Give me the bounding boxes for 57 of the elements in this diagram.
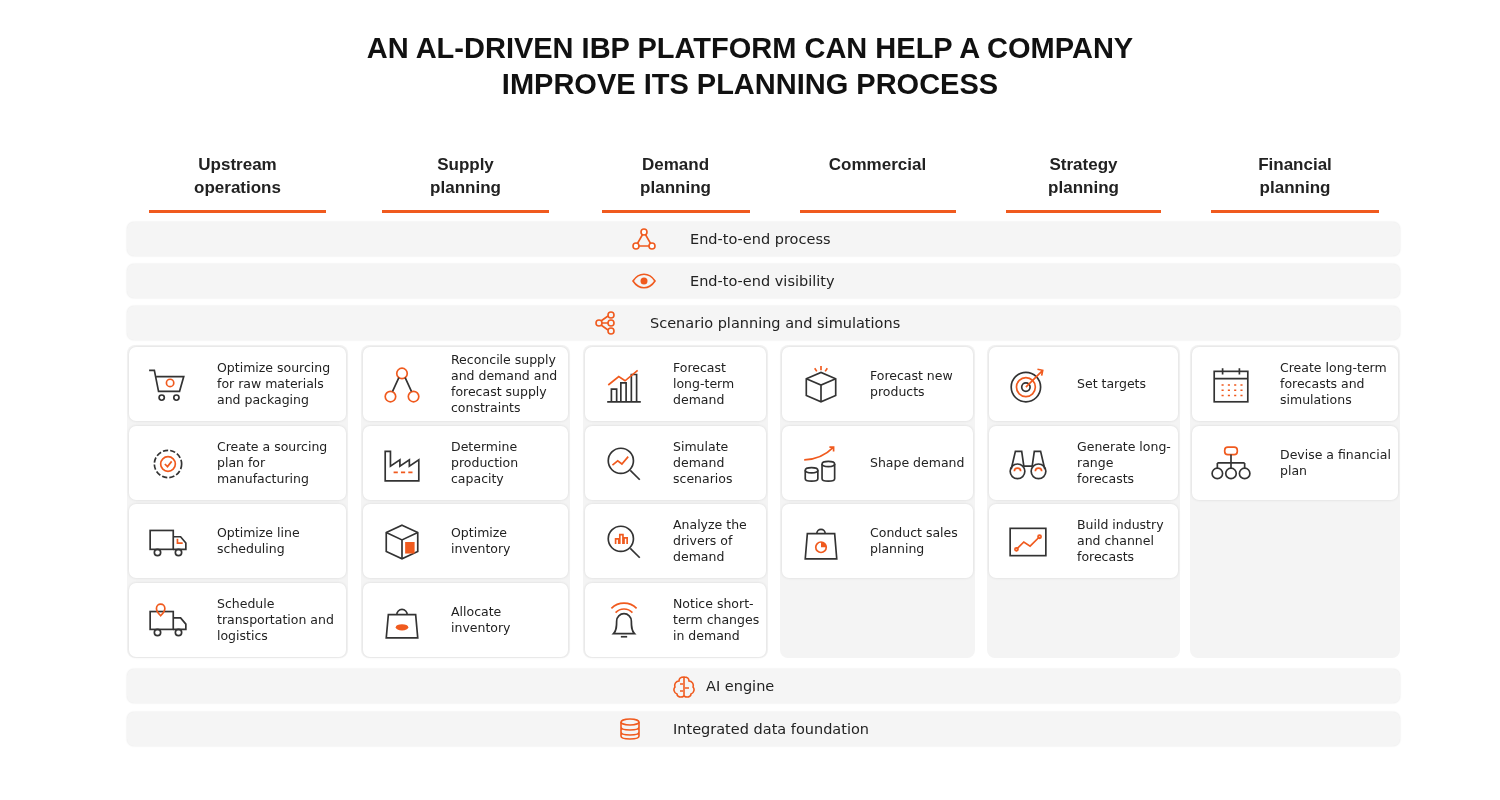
- band-label: AI engine: [706, 677, 775, 695]
- task-label: Optimize line scheduling: [217, 525, 301, 557]
- task-card: [782, 425, 973, 500]
- layer-band: [127, 264, 1400, 298]
- task-card: [129, 582, 346, 657]
- task-label: Optimize inventory: [451, 525, 512, 557]
- task-label: Set targets: [1077, 376, 1148, 392]
- task-label: Schedule transportation and logistics: [217, 595, 335, 644]
- column-heading: Supply planning: [429, 154, 502, 199]
- task-label: Create long-term forecasts and simulations: [1280, 360, 1388, 408]
- task-card: [585, 425, 766, 500]
- task-card: [129, 347, 346, 421]
- task-label: Build industry and channel forecasts: [1077, 517, 1165, 565]
- column-heading: Upstream operations: [193, 154, 282, 199]
- task-card: [363, 504, 568, 578]
- task-label: Create a sourcing plan for manufacturing: [217, 438, 329, 487]
- task-label: Determine production capacity: [451, 438, 520, 487]
- task-card: [585, 582, 766, 657]
- layer-band: [127, 712, 1400, 746]
- task-label: Allocate inventory: [451, 603, 512, 636]
- task-card: [363, 347, 568, 421]
- task-card: [989, 504, 1178, 578]
- column-heading: Financial planning: [1257, 154, 1333, 199]
- task-card: [585, 504, 766, 578]
- task-card: [129, 504, 346, 578]
- task-card: [989, 425, 1178, 500]
- band-label: End-to-end visibility: [690, 272, 835, 290]
- column-heading: Strategy planning: [1047, 154, 1120, 199]
- task-label: Conduct sales planning: [870, 525, 959, 557]
- task-label: Optimize sourcing for raw materials and packaging: [217, 360, 332, 408]
- task-card: [1192, 347, 1398, 421]
- layer-band: [127, 306, 1400, 340]
- task-card: [989, 347, 1178, 421]
- task-card: [585, 347, 766, 421]
- task-label: Shape demand: [870, 454, 966, 471]
- task-card: [782, 504, 973, 578]
- band-label: End-to-end process: [690, 230, 831, 248]
- band-label: Integrated data foundation: [673, 720, 870, 738]
- layer-band: [127, 222, 1400, 256]
- task-card: [782, 347, 973, 421]
- task-card: [1192, 425, 1398, 500]
- task-card: [363, 425, 568, 500]
- task-label: Forecast new products: [870, 368, 954, 400]
- task-label: Simulate demand scenarios: [673, 438, 734, 487]
- task-label: Notice short-term changes in demand: [673, 595, 760, 644]
- task-label: Reconcile supply and demand and forecast supply constraints: [451, 352, 559, 416]
- task-label: Forecast long-term demand: [673, 360, 736, 408]
- title: AN AL-DRIVEN IBP PLATFORM CAN HELP A COMPANY IMPROVE ITS PLANNING PROCESS: [365, 31, 1135, 102]
- column-heading: Demand planning: [639, 154, 712, 199]
- task-card: [363, 582, 568, 657]
- task-label: Analyze the drivers of demand: [673, 517, 748, 565]
- task-card: [129, 425, 346, 500]
- task-label: Generate long-range forecasts: [1077, 438, 1172, 487]
- band-label: Scenario planning and simulations: [650, 314, 901, 332]
- layer-band: [127, 669, 1400, 703]
- task-label: Devise a financial plan: [1280, 446, 1392, 479]
- column-heading: Commercial: [827, 154, 928, 176]
